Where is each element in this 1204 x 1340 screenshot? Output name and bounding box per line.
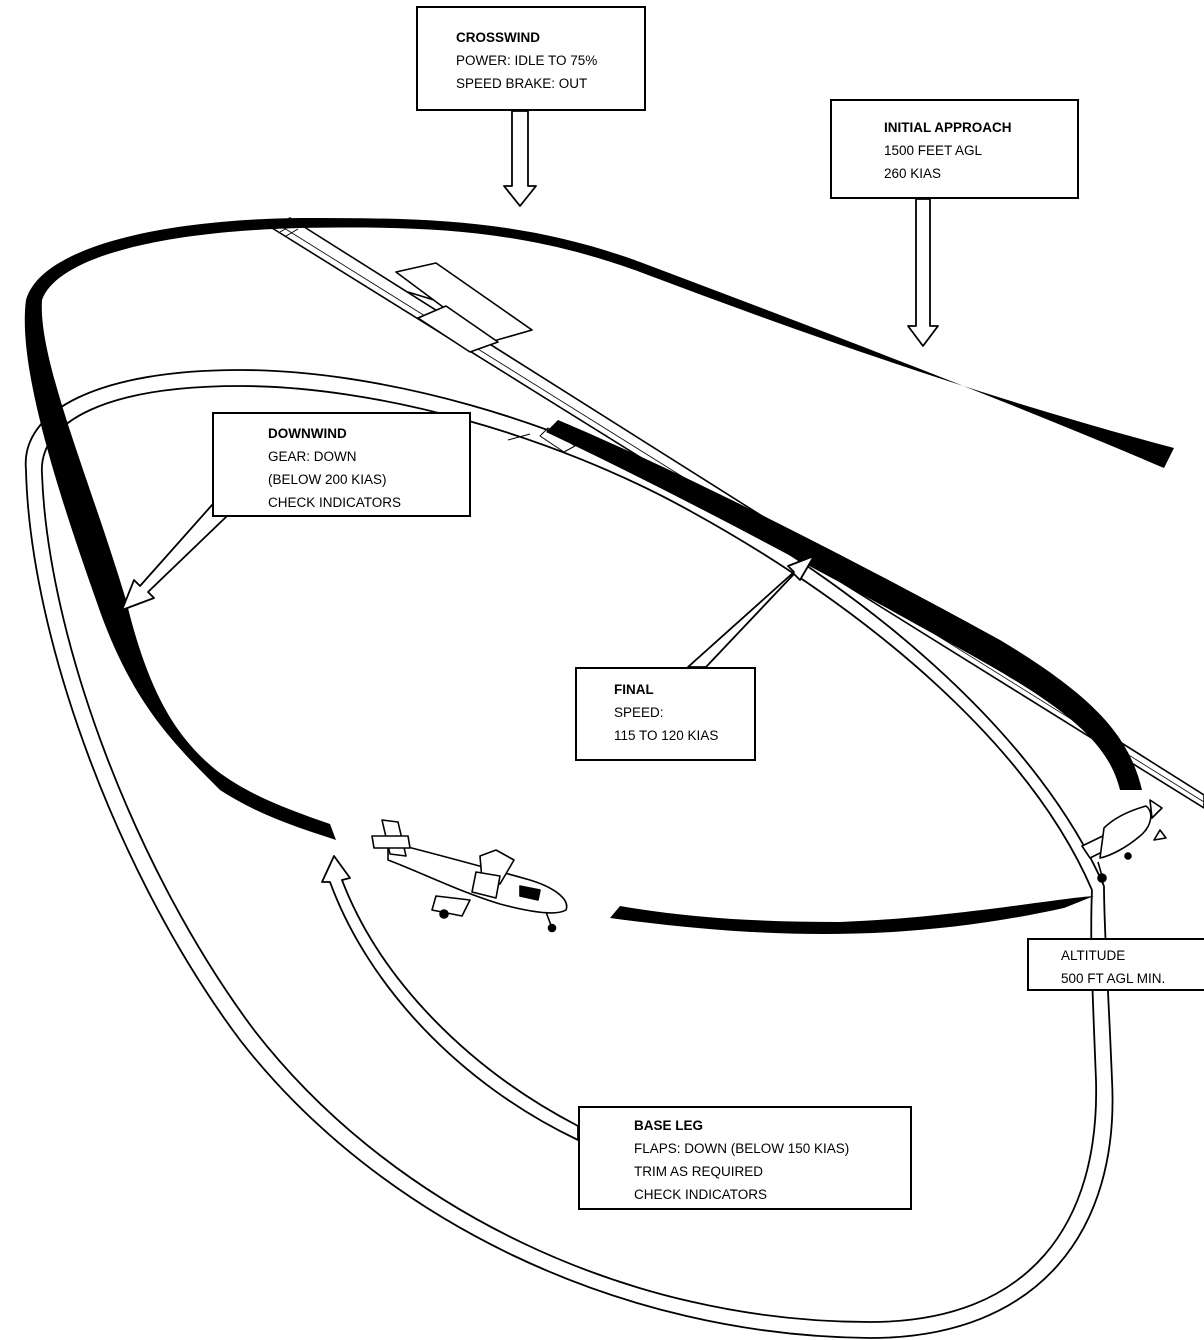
initial-approach-altitude-text: 1500 FEET AGL bbox=[884, 143, 983, 158]
crosswind-speed-brake-text: SPEED BRAKE: OUT bbox=[456, 76, 588, 91]
downwind-speed-limit-text: (BELOW 200 KIAS) bbox=[268, 472, 387, 487]
crosswind-power-text: POWER: IDLE TO 75% bbox=[456, 53, 598, 68]
downwind-arrow bbox=[121, 504, 227, 611]
downwind-gear-text: GEAR: DOWN bbox=[268, 449, 357, 464]
crosswind-arrow bbox=[503, 110, 537, 207]
base-leg-check-text: CHECK INDICATORS bbox=[634, 1187, 768, 1202]
initial-approach-title: INITIAL APPROACH bbox=[884, 120, 1012, 135]
crosswind-title: CROSSWIND bbox=[456, 30, 540, 45]
crosswind-callout: CROSSWIND POWER: IDLE TO 75% SPEED BRAKE… bbox=[416, 6, 646, 111]
landing-pattern-track bbox=[24, 369, 1114, 1339]
initial-approach-arrow bbox=[907, 198, 939, 347]
overhead-pattern-path bbox=[24, 218, 1174, 935]
altitude-value: 500 FT AGL MIN. bbox=[1061, 971, 1166, 986]
final-speed-label: SPEED: bbox=[614, 705, 664, 720]
base-leg-callout: BASE LEG FLAPS: DOWN (BELOW 150 KIAS) TR… bbox=[578, 1106, 912, 1210]
base-leg-title: BASE LEG bbox=[634, 1118, 704, 1133]
base-leg-trim-text: TRIM AS REQUIRED bbox=[634, 1164, 764, 1179]
downwind-callout: DOWNWIND GEAR: DOWN (BELOW 200 KIAS) CHE… bbox=[212, 412, 471, 517]
final-speed-value: 115 TO 120 KIAS bbox=[614, 728, 719, 743]
altitude-callout: ALTITUDE 500 FT AGL MIN. bbox=[1027, 938, 1204, 991]
callout-arrows bbox=[121, 110, 939, 1141]
initial-approach-speed-text: 260 KIAS bbox=[884, 166, 942, 181]
base-leg-flaps-text: FLAPS: DOWN (BELOW 150 KIAS) bbox=[634, 1141, 850, 1156]
final-title: FINAL bbox=[614, 682, 654, 697]
aircraft-on-base-leg-icon bbox=[371, 819, 568, 933]
parking-apron bbox=[395, 262, 533, 353]
base-leg-arrow bbox=[321, 855, 579, 1141]
downwind-title: DOWNWIND bbox=[268, 426, 347, 441]
downwind-check-text: CHECK INDICATORS bbox=[268, 495, 402, 510]
final-callout: FINAL SPEED: 115 TO 120 KIAS bbox=[575, 667, 756, 761]
final-arrow bbox=[687, 555, 815, 668]
initial-approach-callout: INITIAL APPROACH 1500 FEET AGL 260 KIAS bbox=[830, 99, 1079, 199]
altitude-label: ALTITUDE bbox=[1061, 948, 1126, 963]
aircraft-on-final-icon bbox=[1081, 799, 1167, 883]
